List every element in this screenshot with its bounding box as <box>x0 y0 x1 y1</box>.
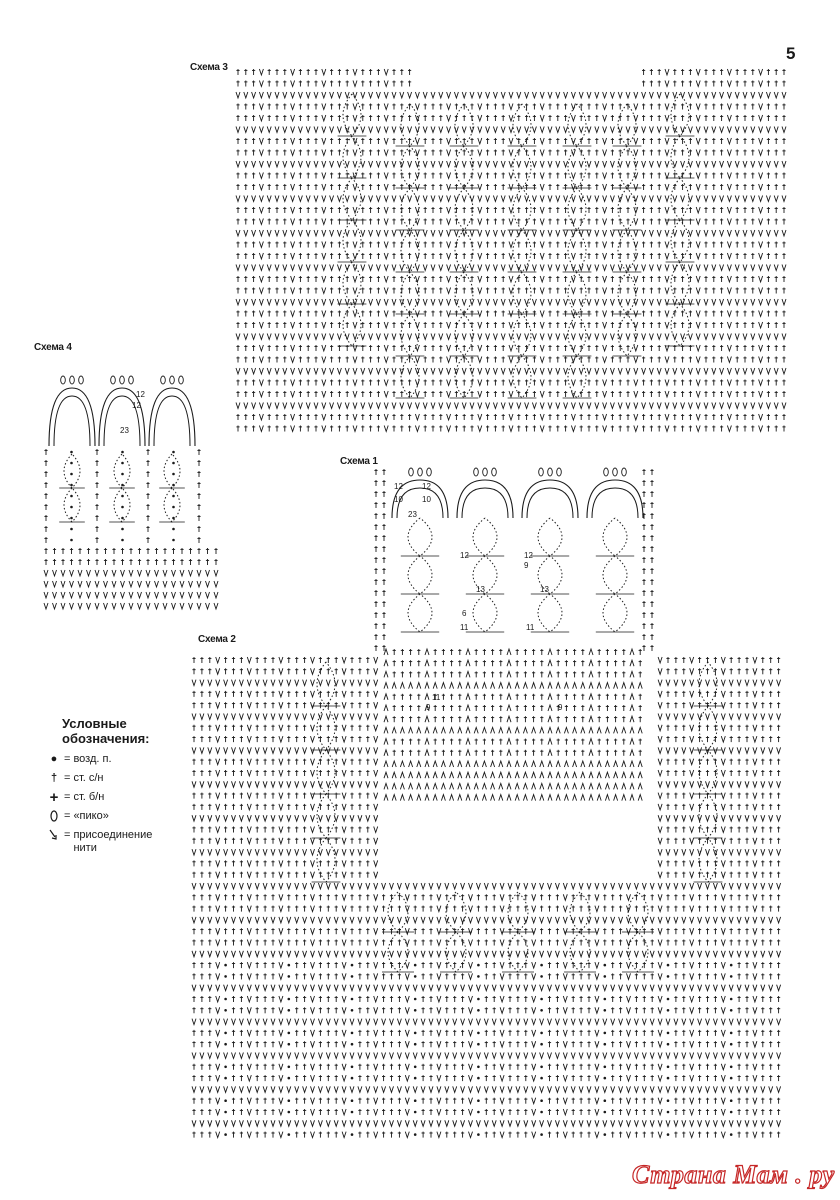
pineapple-column <box>109 453 135 523</box>
legend-item-label: «пико» <box>73 810 109 822</box>
pineapple-column <box>612 103 642 357</box>
hook-arrow-icon <box>44 829 64 841</box>
scheme-2-label: Схема 2 <box>198 634 236 645</box>
legend-item-label: присоединение нити <box>73 829 153 854</box>
legend-item-chain: ● = возд. п. <box>44 753 184 766</box>
pineapple-column <box>665 93 695 347</box>
row-count: 12 <box>422 482 431 491</box>
legend-item-picot: = «пико» <box>44 810 184 823</box>
page-number: 5 <box>786 44 796 63</box>
scheme-1-label: Схема 1 <box>340 456 378 467</box>
scheme-4-label: Схема 4 <box>34 342 72 353</box>
row-count: 9 <box>426 703 431 712</box>
pineapple-column <box>562 103 592 399</box>
stitch-grid <box>191 656 782 1140</box>
row-count: 9 <box>558 703 563 712</box>
pineapple-column <box>622 891 654 973</box>
pineapple-column <box>507 103 537 399</box>
dagger-icon: † <box>50 772 58 784</box>
row-count: 23 <box>120 426 129 435</box>
scheme-3-chart <box>235 68 787 433</box>
pineapple-column <box>382 891 414 973</box>
oval-icon <box>44 810 64 822</box>
stitch-grid <box>235 68 787 433</box>
pineapple-column <box>595 517 635 633</box>
pineapple-column <box>59 453 85 523</box>
row-count: 9 <box>524 561 529 570</box>
row-count: 12 <box>394 482 403 491</box>
row-count: 12 <box>460 551 469 560</box>
pineapple-column <box>400 517 440 633</box>
stitch-grid <box>383 647 643 801</box>
legend: Условные обозначения: ● = возд. п. † = с… <box>44 716 184 861</box>
pineapple-column <box>530 517 570 633</box>
plus-icon: + <box>49 789 59 806</box>
row-count: 13 <box>476 585 485 594</box>
row-count-labels: 12 12 10 10 23 12 12 9 13 13 6 11 11 11 … <box>394 482 563 712</box>
legend-title-line: Условные <box>62 716 127 731</box>
scheme-1-chart: 12 12 10 10 23 12 12 9 13 13 6 11 11 11 … <box>374 467 654 801</box>
row-count: 10 <box>394 495 403 504</box>
pineapple-column <box>159 453 185 523</box>
pineapple-column <box>693 661 723 883</box>
row-count: 11 <box>460 623 469 632</box>
row-count: 11 <box>432 693 441 702</box>
pineapple-column <box>465 517 505 633</box>
stitch-grid <box>43 449 219 611</box>
row-count: 12 <box>136 390 145 399</box>
row-count: 10 <box>422 495 431 504</box>
pineapple-column <box>449 103 479 399</box>
row-count: 12 <box>132 401 141 410</box>
legend-title-line: обозначения: <box>62 731 150 746</box>
legend-item-double-crochet: † = ст. с/н <box>44 772 184 785</box>
scheme-4-chart: 12 12 23 <box>43 375 219 611</box>
pineapple-column <box>337 93 367 347</box>
pineapple-column <box>440 891 472 973</box>
row-count-labels: 12 12 23 <box>120 390 145 435</box>
legend-item-label: ст. с/н <box>73 772 104 784</box>
legend-item-label: ст. б/н <box>73 791 105 803</box>
edge-stitches <box>642 469 654 651</box>
scheme-2-chart <box>191 656 782 1140</box>
scheme-3-label: Схема 3 <box>190 62 228 73</box>
legend-title: Условные обозначения: <box>62 716 184 746</box>
row-count: 11 <box>526 623 535 632</box>
dot-icon: ● <box>50 753 58 765</box>
pineapple-column <box>502 891 534 973</box>
pineapple-column <box>395 103 425 399</box>
watermark-logo: Страна Мам . ру <box>631 1159 835 1189</box>
picot-arches <box>391 467 644 519</box>
row-count: 23 <box>408 510 417 519</box>
pineapple-column <box>311 661 341 883</box>
pineapple-column <box>564 891 596 973</box>
legend-item-join: = присоединение нити <box>44 829 184 855</box>
legend-item-label: возд. п. <box>73 753 112 765</box>
row-count: 12 <box>524 551 533 560</box>
edge-stitches <box>374 469 386 651</box>
legend-item-single-crochet: + = ст. б/н <box>44 789 184 806</box>
picot-arches <box>48 375 196 447</box>
row-count: 13 <box>540 585 549 594</box>
row-count: 6 <box>462 609 467 618</box>
